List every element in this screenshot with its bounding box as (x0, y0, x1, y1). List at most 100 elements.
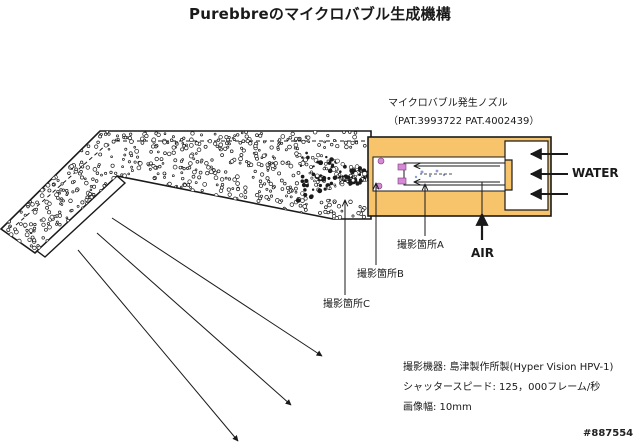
micro-bubble (336, 204, 342, 209)
micro-bubble (98, 134, 102, 139)
micro-bubble (178, 165, 183, 170)
micro-bubble (206, 165, 211, 170)
micro-bubble (172, 164, 178, 170)
micro-bubble (45, 183, 51, 188)
micro-bubble (280, 187, 285, 191)
spec-image-width: 画像幅: 10mm (403, 402, 472, 413)
micro-bubble (23, 213, 27, 217)
micro-bubble (224, 170, 228, 174)
plume-bubble (303, 192, 308, 197)
plume-bubble (342, 177, 345, 181)
micro-bubble (227, 177, 232, 181)
micro-bubble (19, 210, 23, 214)
micro-bubble (269, 194, 274, 198)
plume-bubble (362, 178, 366, 182)
micro-bubble (100, 173, 103, 177)
inner-flow-path-lower (15, 144, 107, 226)
micro-bubble (71, 190, 75, 194)
plume-bubble (318, 176, 323, 181)
micro-bubble (92, 193, 96, 197)
micro-bubble (205, 171, 210, 176)
micro-bubble (238, 156, 243, 162)
micro-bubble (162, 171, 167, 176)
micro-bubble (323, 140, 327, 144)
micro-bubble (208, 169, 214, 175)
plume-bubble (303, 188, 307, 192)
micro-bubble (358, 205, 362, 209)
plume-bubble (348, 164, 354, 170)
plume-bubble (320, 154, 323, 158)
plume-bubble (300, 174, 305, 179)
micro-bubble (107, 147, 111, 151)
plume-bubble (299, 164, 303, 168)
micro-bubble (288, 163, 294, 169)
micro-bubble (256, 161, 262, 167)
micro-bubble (218, 142, 224, 148)
shower-face-plate (35, 175, 127, 258)
nozzle-label: マイクロバブル発生ノズル (388, 98, 508, 109)
spray-stream (111, 217, 323, 357)
micro-bubble (47, 188, 52, 193)
micro-bubble (324, 205, 328, 209)
micro-bubble (312, 131, 318, 135)
micro-bubble (198, 170, 203, 175)
water-arrows (529, 148, 568, 200)
micro-bubble (277, 138, 282, 142)
micro-bubble (340, 209, 344, 213)
micro-bubble (182, 167, 186, 171)
micro-bubble (32, 245, 37, 251)
micro-bubble (267, 179, 271, 183)
micro-bubble (163, 175, 166, 179)
micro-bubble (302, 204, 307, 209)
micro-bubble (25, 228, 29, 232)
spray-stream (96, 232, 292, 406)
micro-bubble (181, 141, 185, 145)
micro-bubble (265, 176, 270, 181)
micro-bubble (156, 172, 160, 176)
micro-bubble (47, 210, 52, 215)
micro-bubble (294, 136, 299, 141)
micro-bubble (167, 181, 172, 187)
micro-bubble (265, 187, 269, 191)
micro-bubble (224, 176, 228, 180)
micro-bubble (148, 167, 152, 171)
micro-bubble (264, 195, 269, 200)
micro-bubble (188, 161, 193, 166)
micro-bubble (229, 159, 235, 164)
photo-point-a-label: 撮影箇所A (397, 240, 444, 251)
plume-bubble (313, 179, 316, 183)
plume-bubble (326, 159, 330, 163)
micro-bubble (351, 214, 355, 218)
micro-bubble (215, 183, 219, 187)
micro-bubble (277, 171, 282, 176)
micro-bubble (360, 208, 365, 213)
micro-bubble (182, 136, 186, 140)
micro-bubble (6, 227, 11, 232)
micro-bubble (44, 227, 48, 232)
plume-bubble (305, 184, 309, 188)
micro-bubble (269, 189, 273, 193)
micro-bubble (326, 198, 330, 203)
plume-bubble (350, 176, 354, 179)
micro-bubble (224, 141, 229, 145)
micro-bubble (35, 200, 39, 205)
micro-bubble (58, 223, 62, 227)
micro-bubble (294, 181, 299, 186)
micro-bubble (254, 151, 258, 155)
micro-bubble (136, 165, 142, 171)
micro-bubble (329, 209, 334, 214)
page-title: Purebbreのマイクロバブル生成機構 (189, 5, 451, 23)
micro-bubble (140, 136, 145, 142)
micro-bubble (89, 188, 93, 192)
micro-bubble (138, 161, 143, 166)
micro-bubble (234, 174, 240, 180)
micro-bubble (293, 142, 299, 148)
micro-bubble (182, 144, 186, 148)
micro-bubble (280, 160, 285, 165)
plume-bubble (329, 157, 334, 162)
micro-bubble (231, 187, 235, 190)
micro-bubble (236, 187, 240, 192)
micro-bubble (245, 160, 249, 164)
